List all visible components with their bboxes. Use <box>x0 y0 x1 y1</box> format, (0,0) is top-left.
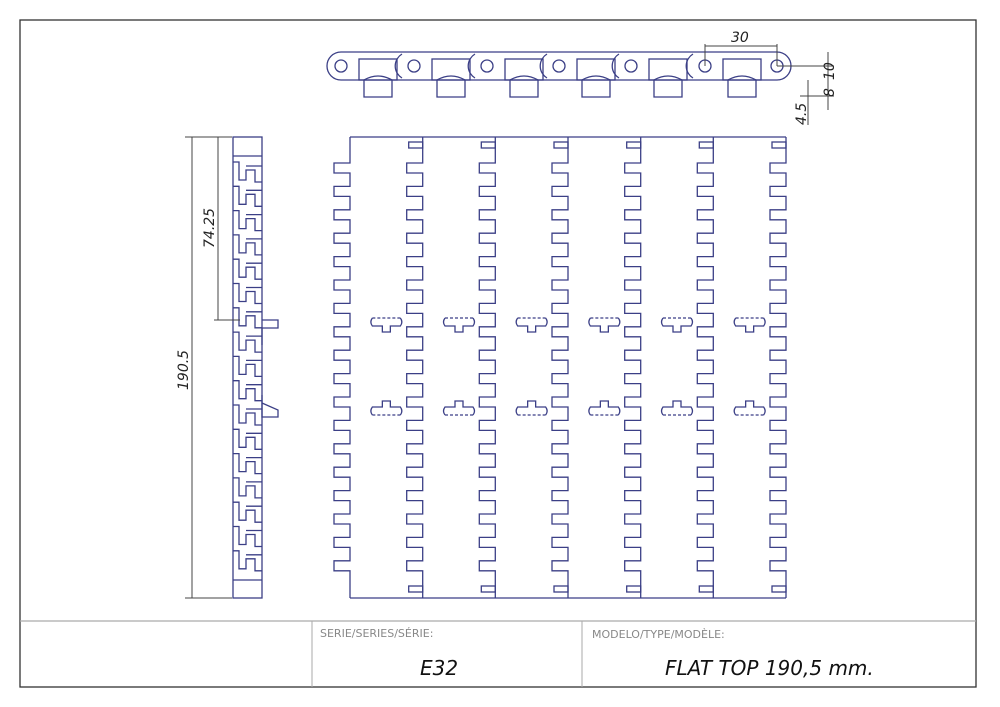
hinge-line <box>769 137 787 598</box>
link-knuckle <box>394 53 403 79</box>
dimension-offset: 4.5 <box>794 103 810 125</box>
hinge-line <box>696 137 714 598</box>
side-link-profile <box>233 161 262 183</box>
side-link-profile <box>233 477 262 499</box>
dimension-height-body: 8 <box>822 88 838 97</box>
guide-tab <box>515 400 548 416</box>
link-tooth <box>653 75 683 98</box>
hinge-line <box>624 137 642 598</box>
link-body <box>358 58 398 81</box>
hinge-slot <box>771 585 787 593</box>
chain-outline <box>326 51 792 81</box>
link-knuckle <box>539 53 548 79</box>
side-link-profile <box>233 234 262 256</box>
hinge-slot <box>698 585 714 593</box>
dimension-width-total: 190.5 <box>176 350 192 390</box>
side-view <box>232 136 279 599</box>
side-link-profile <box>233 550 262 572</box>
side-view-dimensions: 190.5 74.25 <box>176 136 240 599</box>
pin-hole <box>407 59 421 73</box>
side-link-profile <box>233 258 262 280</box>
link-body <box>504 58 544 81</box>
guide-tab <box>370 317 403 333</box>
side-link-profile <box>233 452 262 475</box>
link-tooth <box>727 75 757 98</box>
guide-tab <box>660 317 694 333</box>
link-tooth <box>509 75 539 98</box>
side-link-profile <box>233 380 262 402</box>
pin-hole <box>480 59 494 73</box>
hinge-line <box>333 137 351 598</box>
hinge-slot <box>626 141 642 149</box>
side-link-profile <box>233 525 262 548</box>
plan-view-belt <box>333 136 787 599</box>
hinge-slot <box>408 585 424 593</box>
guide-tab <box>442 400 476 416</box>
hinge-slot <box>553 141 569 149</box>
drawing-frame <box>19 19 977 688</box>
guide-tab <box>660 400 694 416</box>
model-value: FLAT TOP 190,5 mm. <box>665 656 874 680</box>
title-block: SERIE/SERIES/SÉRIE: E32 MODELO/TYPE/MODÈ… <box>20 620 976 687</box>
hinge-slot <box>626 585 642 593</box>
hinge-slot <box>480 585 496 593</box>
guide-tab <box>442 317 476 333</box>
guide-tab <box>733 400 766 416</box>
guide-tab <box>515 317 548 333</box>
hinge-slot <box>480 141 496 149</box>
hinge-slot <box>771 141 787 149</box>
link-body <box>431 58 471 81</box>
top-view-chain <box>326 51 792 98</box>
side-link-profile <box>233 209 262 232</box>
side-link-profile <box>233 331 262 353</box>
hinge-line <box>406 137 424 598</box>
hinge-slot <box>408 141 424 149</box>
side-link-profile <box>233 428 262 450</box>
side-link-profile <box>233 185 262 207</box>
hinge-line <box>478 137 496 598</box>
link-knuckle <box>685 53 694 79</box>
pin-hole <box>334 59 348 73</box>
guide-tab <box>588 317 621 333</box>
model-label: MODELO/TYPE/MODÈLE: <box>592 628 725 641</box>
dimension-height-total: 10 <box>822 62 838 80</box>
link-body <box>722 58 762 81</box>
hinge-slot <box>553 585 569 593</box>
link-tooth <box>363 75 393 98</box>
side-link-profile <box>233 404 262 426</box>
link-body <box>648 58 688 81</box>
pin-hole <box>552 59 566 73</box>
guide-tab <box>370 400 403 416</box>
side-link-profile <box>233 307 262 329</box>
guide-tab <box>733 317 766 333</box>
link-knuckle <box>611 53 620 79</box>
top-view-dimensions: 30 10 8 4.5 <box>704 30 838 125</box>
link-tooth <box>581 75 611 98</box>
dimension-pitch: 30 <box>731 30 749 46</box>
side-guide-fin <box>261 319 279 345</box>
link-body <box>576 58 616 81</box>
side-guide-fin <box>261 395 279 418</box>
side-outline <box>232 136 263 599</box>
guide-tab <box>588 400 621 416</box>
series-label: SERIE/SERIES/SÉRIE: <box>320 627 433 640</box>
side-link-profile <box>233 501 262 523</box>
hinge-slot <box>698 141 714 149</box>
side-link-profile <box>233 355 262 378</box>
pin-hole <box>624 59 638 73</box>
series-value: E32 <box>420 656 458 680</box>
link-tooth <box>436 75 466 98</box>
hinge-line <box>551 137 569 598</box>
side-link-profile <box>233 282 262 305</box>
link-knuckle <box>467 53 476 79</box>
dimension-width-half: 74.25 <box>202 208 218 248</box>
